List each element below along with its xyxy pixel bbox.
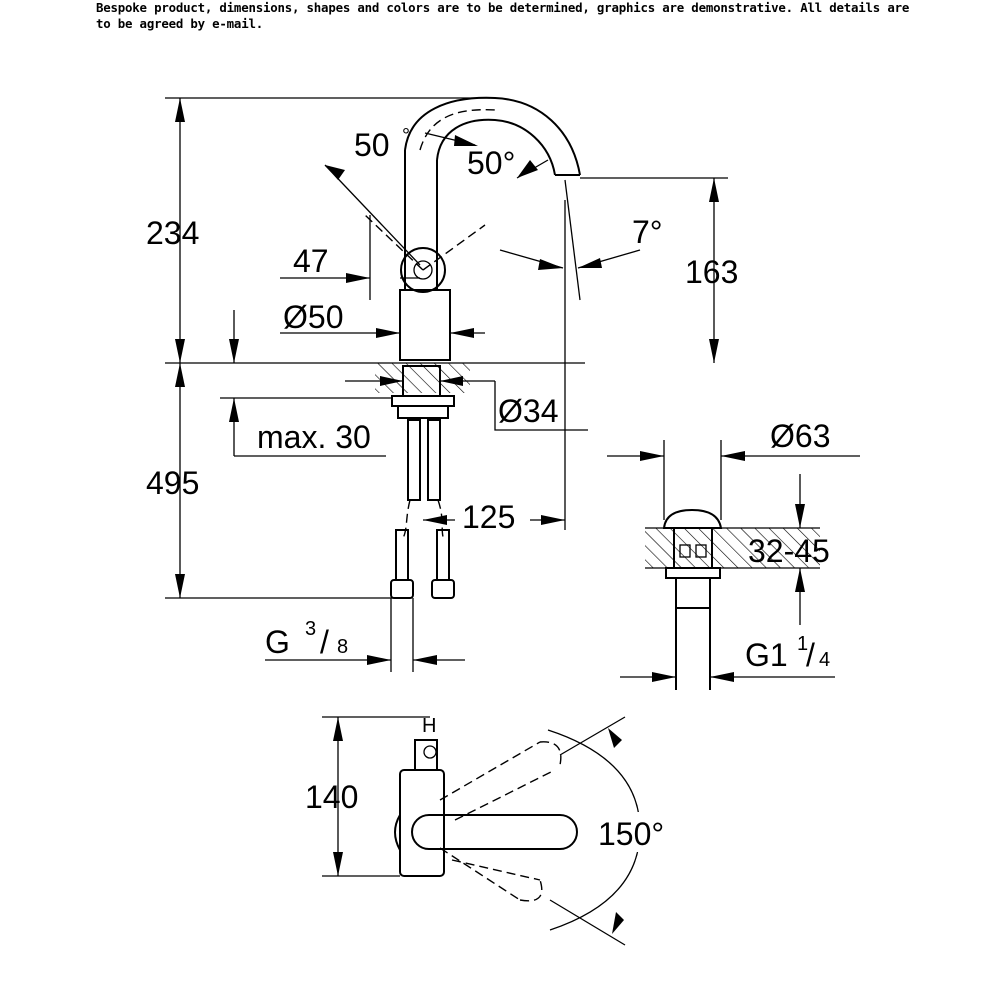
dim-arrow xyxy=(175,363,185,387)
connection-main-label: G xyxy=(265,624,290,660)
dim-arrow xyxy=(454,135,478,146)
dim-arrow xyxy=(541,515,565,525)
temp-indicator-dot xyxy=(423,745,437,759)
hose-left-break xyxy=(401,499,411,541)
dim-arrow xyxy=(423,515,447,525)
reach-label-bg xyxy=(455,498,530,534)
dim-arrow xyxy=(333,717,343,741)
waste-diameter-label: Ø63 xyxy=(770,418,830,454)
disclaimer-text: Bespoke product, dimensions, shapes and … xyxy=(96,0,910,31)
lever-handle xyxy=(411,814,578,850)
faucet-body xyxy=(399,289,451,361)
dim-arrow xyxy=(795,568,805,592)
height-spout-label: 163 xyxy=(685,254,738,290)
lever-position-left xyxy=(364,214,424,271)
connector-left xyxy=(390,579,414,599)
dim-arrow xyxy=(175,574,185,598)
dim-arrow xyxy=(376,328,400,338)
lever-hub xyxy=(400,247,446,293)
lever-position-right xyxy=(422,224,486,271)
dim-arrow xyxy=(229,339,239,363)
rotation-label-bg xyxy=(595,812,690,852)
dim-arrow xyxy=(440,376,463,386)
hose-left xyxy=(407,419,421,501)
waste-range-label: 32-45 xyxy=(748,533,830,569)
drain-slot xyxy=(695,544,707,558)
mounting-nut xyxy=(397,405,449,419)
hose-left-lower xyxy=(395,529,409,581)
rotation-leader-bottom xyxy=(549,899,626,946)
dim-arrow xyxy=(450,328,474,338)
dim-arrow xyxy=(612,912,624,934)
shank-leader xyxy=(494,381,588,431)
plan-body xyxy=(399,769,445,877)
angle-50-left-line xyxy=(324,164,421,266)
hose-right-break xyxy=(437,499,445,541)
waste-thread-main-label: G1 xyxy=(745,637,788,673)
connector-right xyxy=(431,579,455,599)
dim-arrow xyxy=(608,728,622,748)
dim-arrow xyxy=(578,258,602,268)
dim-arrow xyxy=(709,339,719,363)
lever-offset-label: 47 xyxy=(293,243,329,279)
dim-arrow xyxy=(640,451,664,461)
temp-indicator xyxy=(414,739,438,771)
dim-arrow xyxy=(795,504,805,528)
dim-arrow xyxy=(367,655,391,665)
tilt-angle-label: 7° xyxy=(632,214,663,250)
drain-nut xyxy=(665,567,721,579)
spout-outer xyxy=(404,96,581,176)
lever-dashed-upper xyxy=(439,741,562,821)
faucet-side-view: 234 495 50 ° 50° xyxy=(146,96,738,672)
below-deck-label: 495 xyxy=(146,465,199,501)
dim-arrow xyxy=(333,852,343,876)
height-total-label: 234 xyxy=(146,215,199,251)
hot-mark: H xyxy=(422,715,436,737)
waste-thread-numerator: 1 xyxy=(797,633,808,655)
waste-drain-view: Ø63 32-45 G1 1 / 4 xyxy=(607,418,860,690)
fraction-slash: / xyxy=(806,637,815,673)
dim-arrow xyxy=(710,672,734,682)
dim-arrow xyxy=(175,339,185,363)
hose-right xyxy=(427,419,441,501)
shank-diameter-label: Ø34 xyxy=(498,393,558,429)
connection-denominator: 8 xyxy=(337,636,348,658)
dim-arrow xyxy=(709,178,719,202)
spout-dashed xyxy=(419,108,496,151)
dim-arrow xyxy=(652,672,676,682)
dim-arrow xyxy=(229,398,239,422)
mounting-washer xyxy=(391,395,455,407)
plan-body-bulge xyxy=(394,814,401,851)
lever-hub-inner xyxy=(413,260,433,280)
rotation-angle-label: 150° xyxy=(598,816,664,852)
dim-arrow xyxy=(721,451,745,461)
spout-angle-right-label: 50° xyxy=(467,145,515,181)
reach-label: 125 xyxy=(462,499,515,535)
waste-thread-denominator: 4 xyxy=(819,649,830,671)
tilt-line xyxy=(564,179,581,301)
max-deck-label: max. 30 xyxy=(257,419,371,455)
dim-arrow xyxy=(346,273,370,283)
lever-dashed-lower xyxy=(439,847,543,902)
dim-arrow xyxy=(175,98,185,122)
fraction-slash: / xyxy=(320,624,329,660)
dim-arrow xyxy=(517,160,538,178)
dim-arrow xyxy=(413,655,437,665)
degree-symbol: ° xyxy=(402,125,410,147)
drain-cap xyxy=(662,508,723,529)
rotation-leader-top xyxy=(559,716,626,756)
plan-depth-label: 140 xyxy=(305,779,358,815)
spout-angle-left-label: 50 xyxy=(354,127,390,163)
hose-right-lower xyxy=(436,529,450,581)
faucet-plan-view: 140 H 150° xyxy=(305,715,690,946)
body-diameter-label: Ø50 xyxy=(283,299,343,335)
dim-arrow xyxy=(538,259,563,270)
connection-numerator: 3 xyxy=(305,618,316,640)
drain-slot xyxy=(679,544,691,558)
drain-tail xyxy=(675,577,711,609)
dim-arrow xyxy=(380,376,403,386)
dim-arrow xyxy=(325,165,345,180)
